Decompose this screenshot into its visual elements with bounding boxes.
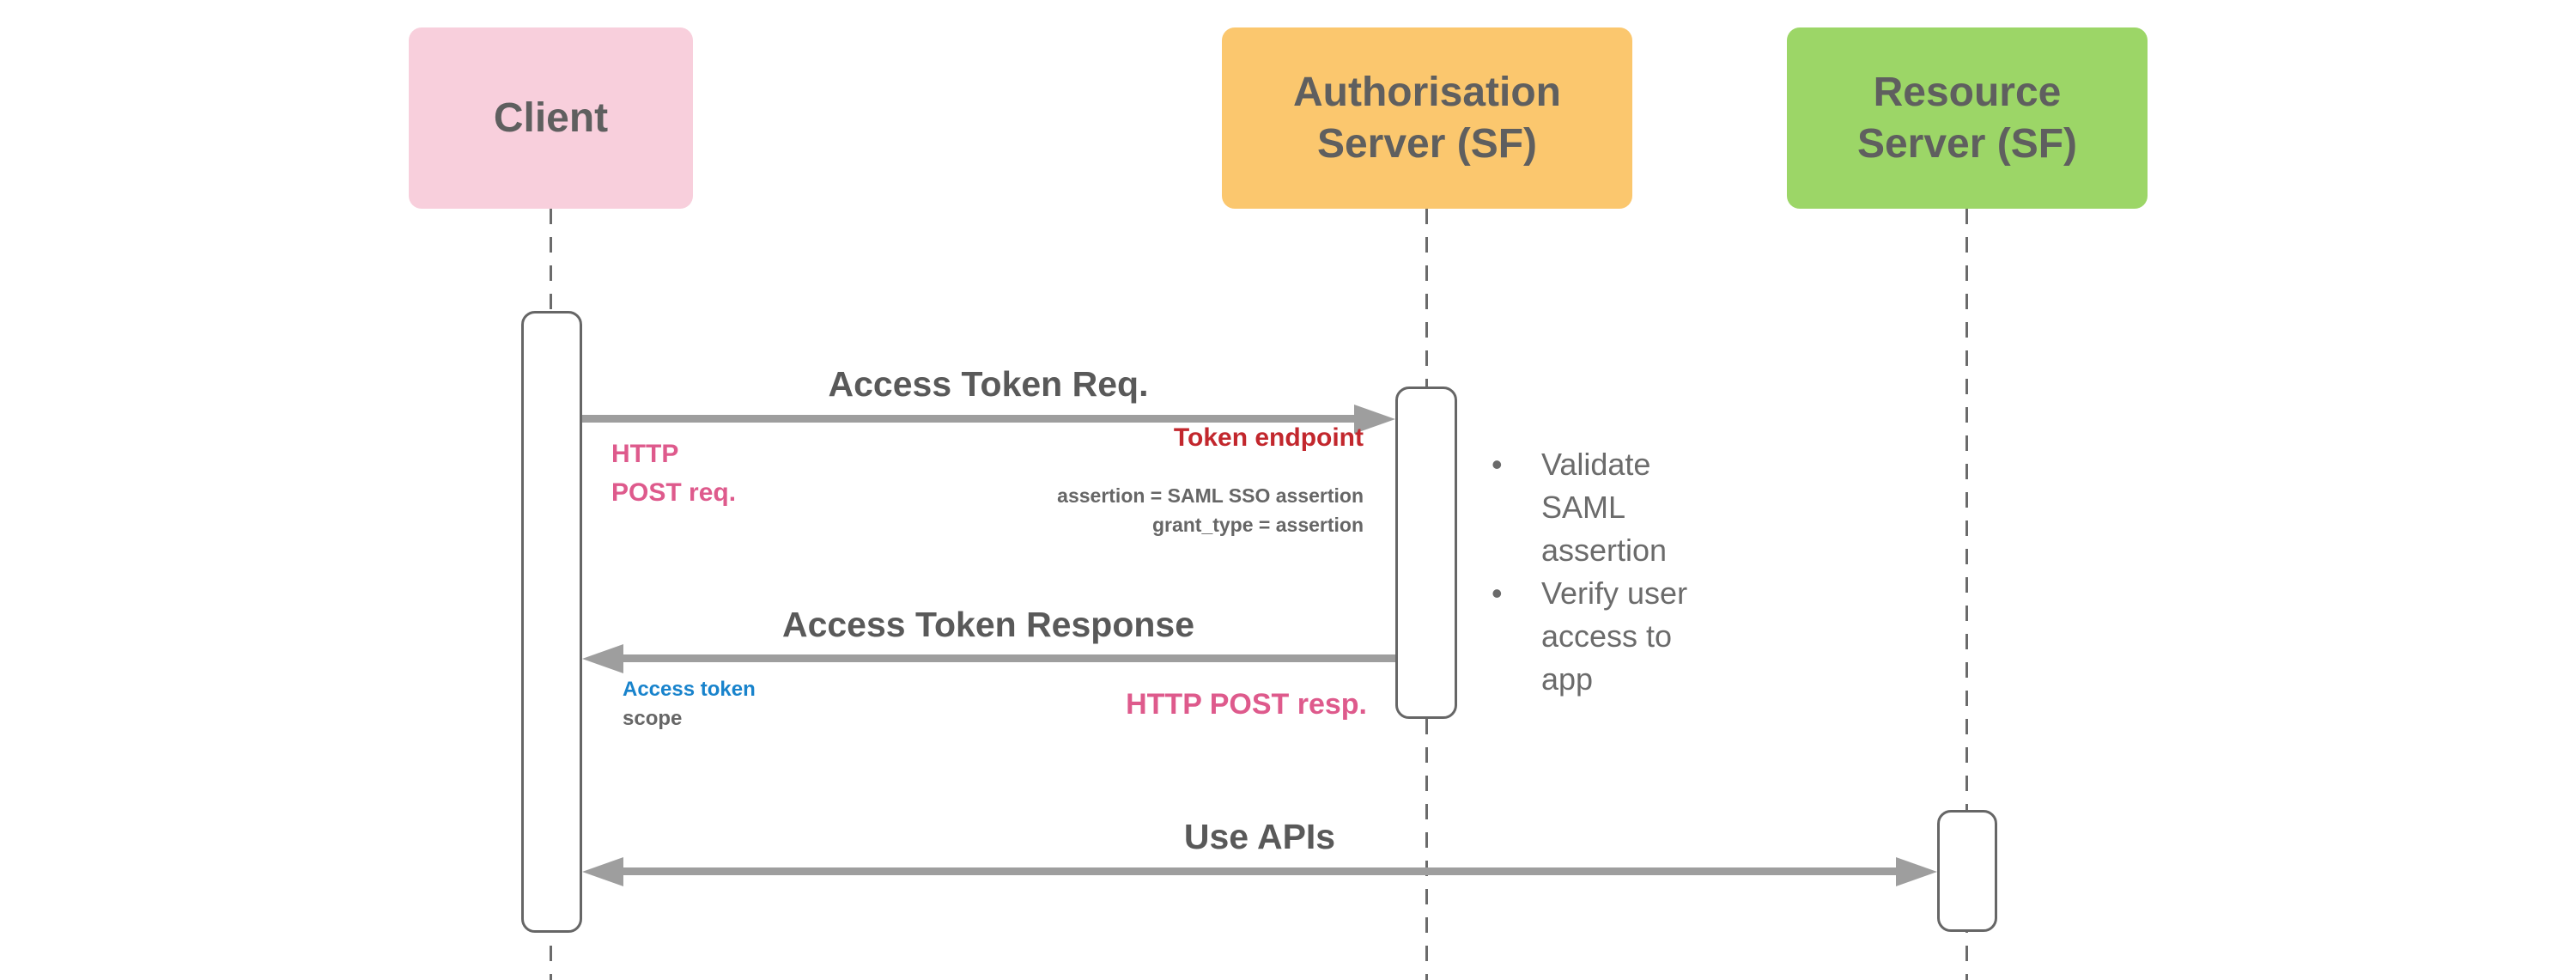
note-access-token: Access token — [623, 678, 756, 701]
response-arrow-line — [623, 654, 1395, 662]
activation-bar-resource-server — [1937, 810, 1997, 932]
actor-box-resource-server: Resource Server (SF) — [1787, 27, 2148, 209]
use-apis-left-arrowhead-icon — [582, 857, 623, 886]
response-arrowhead-icon — [582, 644, 623, 673]
auth-server-steps-list: Validate SAML assertion Verify user acce… — [1464, 443, 1722, 701]
note-scope: scope — [623, 707, 683, 730]
use-apis-right-arrowhead-icon — [1896, 857, 1937, 886]
actor-box-authorisation-server: Authorisation Server (SF) — [1222, 27, 1632, 209]
activation-bar-auth-server — [1395, 387, 1457, 719]
actor-label-client: Client — [493, 94, 609, 141]
message-title-access-token-request: Access Token Req. — [828, 364, 1149, 404]
message-title-use-apis: Use APIs — [1183, 817, 1336, 856]
actor-box-client: Client — [409, 27, 693, 209]
actor-label-resource-server: Resource Server (SF) — [1856, 69, 2078, 167]
auth-step-validate-saml: Validate SAML assertion — [1464, 443, 1722, 572]
lifeline-resource-server — [1965, 209, 1968, 980]
auth-step-verify-user: Verify user access to app — [1464, 572, 1722, 701]
use-apis-arrow-line — [623, 867, 1896, 875]
request-arrow-line — [582, 415, 1356, 423]
note-http-post-request: HTTP POST req. — [611, 440, 737, 507]
activation-bar-client — [521, 311, 582, 933]
note-http-post-response: HTTP POST resp. — [1126, 688, 1367, 721]
note-request-parameters: assertion = SAML SSO assertion grant_typ… — [1057, 484, 1364, 536]
actor-label-authorisation-server: Authorisation Server (SF) — [1293, 69, 1561, 167]
request-arrowhead-icon — [1354, 405, 1395, 434]
message-title-access-token-response: Access Token Response — [781, 605, 1195, 644]
note-token-endpoint: Token endpoint — [1173, 423, 1364, 452]
